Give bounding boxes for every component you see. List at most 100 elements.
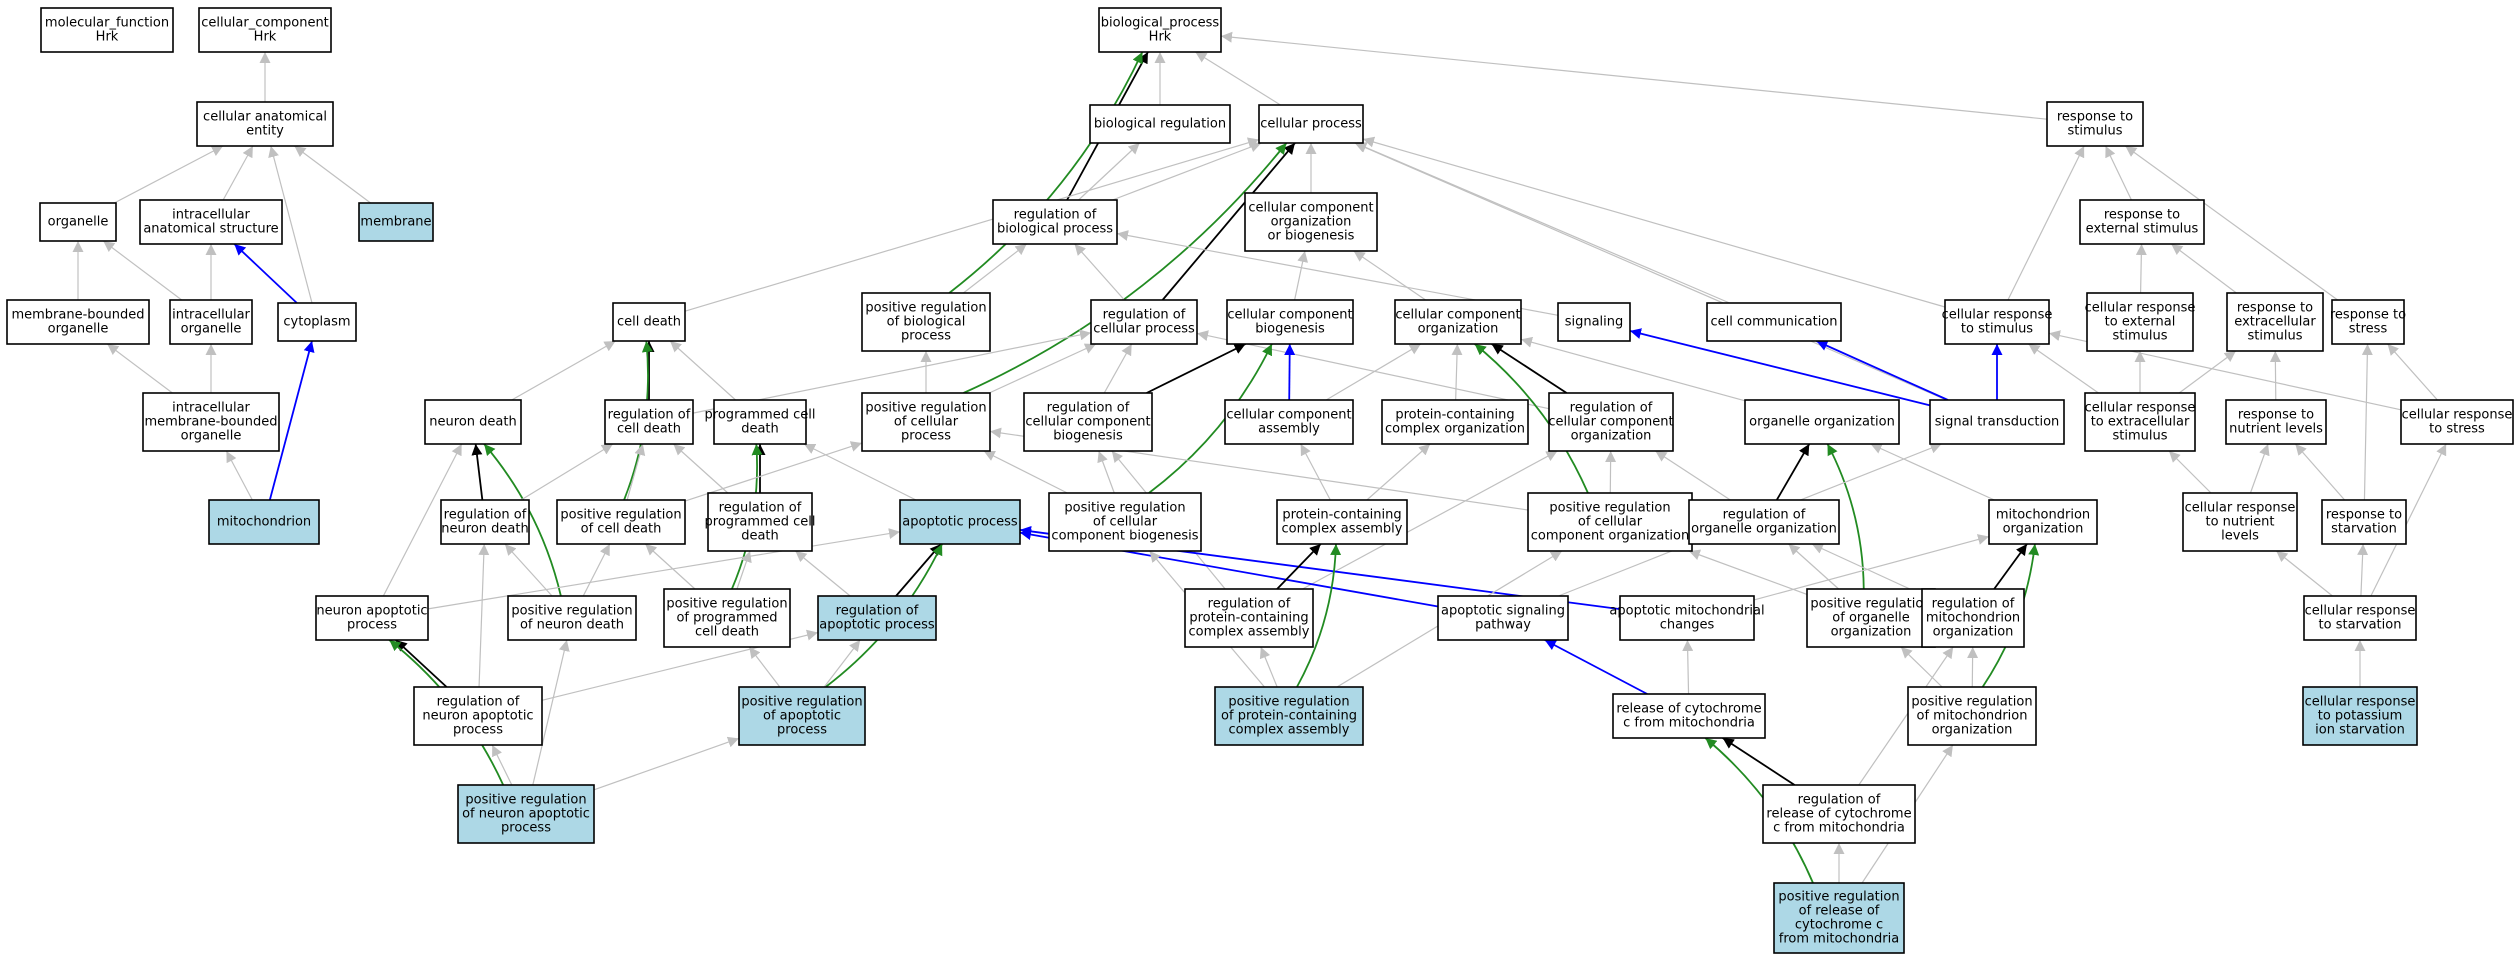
node-label-line: pathway — [1475, 618, 1531, 633]
node-box — [707, 492, 813, 552]
edge-pcd-to-celldeath — [669, 340, 736, 401]
node-label-line: Hrk — [96, 30, 119, 45]
node-label-line: starvation — [2331, 522, 2397, 537]
node-label-line: neuron apoptotic — [422, 709, 533, 724]
edge-organelle-to-cae — [113, 145, 224, 204]
edge-rts-to-bp — [1220, 31, 2048, 120]
node-label-line: organization — [1932, 723, 2013, 738]
node-box — [2079, 199, 2205, 245]
node-label-line: of apoptotic — [763, 709, 841, 724]
edge-prnap-to-prap — [593, 736, 740, 791]
node-label-line: regulation of — [437, 695, 520, 710]
edge-crtes-to-rtes — [2135, 243, 2147, 294]
edge-proo-to-roo — [1788, 543, 1840, 590]
edge-crts-to-cp — [1362, 136, 1946, 308]
node-label-line: release of cytochrome — [1616, 702, 1761, 717]
node-box — [1612, 693, 1766, 739]
edge-nap-to-apop — [427, 528, 901, 610]
edge-prnd-to-neurondeath — [483, 443, 562, 597]
edge-prbp-to-bp — [948, 51, 1144, 294]
node-box — [2302, 686, 2418, 746]
node-apop: apoptotic process — [899, 499, 1021, 545]
node-box — [1548, 392, 1674, 452]
edge-crtnl-to-rtnl — [2249, 443, 2270, 494]
node-label-line: of release of — [1799, 904, 1880, 919]
edge-rap-to-rpcd — [794, 550, 851, 597]
node-label-line: positive regulation — [1911, 695, 2032, 710]
node-label-line: response to — [2238, 408, 2314, 423]
node-box — [2086, 292, 2194, 352]
edge-proo-to-orgorg — [1826, 443, 1865, 590]
edge-rap-to-apop — [895, 543, 942, 597]
node-box — [315, 595, 429, 641]
edge-io-to-organelle — [102, 240, 183, 301]
node-box — [1907, 686, 2037, 746]
edge-prpcca-to-pcca — [1296, 543, 1342, 688]
node-box — [861, 392, 991, 452]
node-label-line: stimulus — [2112, 329, 2167, 344]
node-box — [1744, 399, 1900, 445]
node-label-line: positive regulation — [1810, 597, 1931, 612]
edge-roo-to-orgorg — [1775, 443, 1811, 501]
edge-prap-to-prpcd — [748, 646, 781, 688]
edge-rtexs-to-rtes — [2170, 243, 2237, 294]
edge-rbp-to-breg — [1078, 142, 1141, 201]
node-box — [1048, 492, 1202, 552]
node-label-line: death — [741, 529, 779, 544]
node-label-line: signal transduction — [1935, 415, 2060, 430]
node-label-line: biological process — [997, 222, 1113, 237]
edge-crtexs-to-rtexs — [2178, 350, 2237, 394]
node-label-line: cellular process — [1093, 322, 1195, 337]
node-label-line: cell death — [695, 625, 759, 640]
edge-prmo-to-proo — [1900, 646, 1943, 688]
node-label-line: programmed cell — [705, 515, 816, 530]
node-box — [1258, 104, 1364, 144]
node-label-line: of neuron death — [520, 618, 624, 633]
node-box — [899, 499, 1021, 545]
node-label-line: organization — [1418, 322, 1499, 337]
edge-rccb-to-rcp — [1103, 343, 1133, 394]
node-label-line: regulation of — [1103, 308, 1186, 323]
edge-ias-to-cae — [222, 145, 254, 201]
node-label-line: cellular_component — [201, 16, 329, 31]
node-label-line: process — [901, 429, 951, 444]
node-box — [1762, 784, 1916, 844]
node-label-line: death — [741, 422, 779, 437]
node-label-line: protein-containing — [1282, 508, 1401, 523]
node-label-line: regulation of — [1798, 793, 1881, 808]
node-label-line: neuron death — [429, 415, 516, 430]
node-label-line: apoptotic process — [902, 515, 1018, 530]
node-label-line: response to — [2104, 208, 2180, 223]
node-label-line: cellular component — [1226, 408, 1351, 423]
node-box — [208, 499, 320, 545]
node-box — [1276, 499, 1408, 545]
node-layer: molecular_functionHrkcellular_componentH… — [6, 7, 2514, 954]
edge-ccb-to-ccob — [1294, 250, 1309, 301]
node-label-line: regulation of — [719, 501, 802, 516]
node-box — [2225, 399, 2327, 445]
node-label-line: protein-containing — [1189, 611, 1308, 626]
node-label-line: cellular response — [2305, 695, 2416, 710]
node-label-line: signaling — [1565, 315, 1624, 330]
node-label-line: Hrk — [1149, 30, 1172, 45]
edge-prcco-to-cco — [1474, 343, 1589, 494]
node-label-line: cellular response — [2305, 604, 2416, 619]
node-neurondeath: neuron death — [424, 399, 522, 445]
